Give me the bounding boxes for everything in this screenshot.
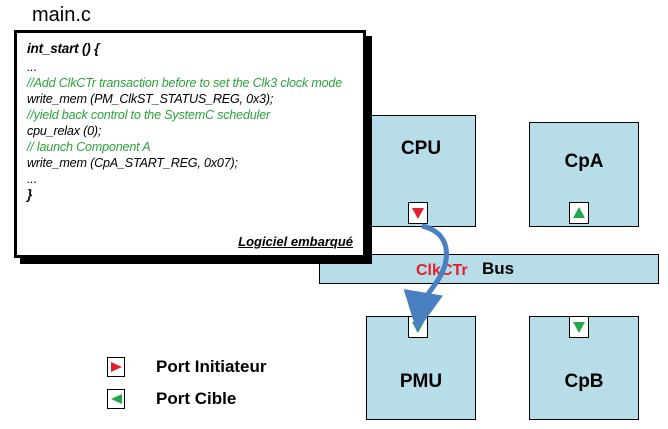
file-title: main.c xyxy=(32,4,91,26)
target-port-icon xyxy=(111,394,122,404)
code-lines: int_start () {... //Add ClkCTr transactio… xyxy=(27,41,363,203)
target-port-icon xyxy=(573,322,585,333)
code-line: } xyxy=(27,187,33,202)
cpa-target-port xyxy=(569,202,589,224)
code-line: //Add ClkCTr transaction before to set t… xyxy=(27,76,343,90)
initiator-port-icon xyxy=(412,208,424,219)
code-line: int_start () { xyxy=(27,41,100,56)
legend-initiator-label: Port Initiateur xyxy=(156,357,267,376)
code-footer-label: Logiciel embarqué xyxy=(238,234,353,249)
transaction-label: ClkCTr xyxy=(416,262,468,279)
pmu-target-port xyxy=(408,316,428,338)
code-panel: int_start () {... //Add ClkCTr transactio… xyxy=(14,30,366,258)
bus xyxy=(319,254,659,284)
legend-target-swatch xyxy=(107,389,125,409)
target-port-icon xyxy=(573,207,585,218)
cpu-initiator-port xyxy=(408,202,428,224)
target-port-icon xyxy=(412,322,424,333)
code-line: write_mem (CpA_START_REG, 0x07); xyxy=(27,156,238,170)
code-line: ... xyxy=(27,60,37,74)
code-line: write_mem (PM_ClkST_STATUS_REG, 0x3); xyxy=(27,92,274,106)
code-line: //yield back control to the SystemC sche… xyxy=(27,108,270,122)
code-line: // launch Component A xyxy=(27,140,151,154)
cpb-label: CpB xyxy=(564,371,604,392)
initiator-port-icon xyxy=(111,362,122,372)
bus-label: Bus xyxy=(482,259,515,278)
code-line: cpu_relax (0); xyxy=(27,124,102,138)
cpa-label: CpA xyxy=(564,151,604,172)
code-line: ... xyxy=(27,172,37,186)
pmu-label: PMU xyxy=(399,371,443,392)
legend-initiator-swatch xyxy=(107,357,125,377)
cpb-target-port xyxy=(569,316,589,338)
legend-target-label: Port Cible xyxy=(156,389,237,408)
cpu-label: CPU xyxy=(400,138,442,159)
